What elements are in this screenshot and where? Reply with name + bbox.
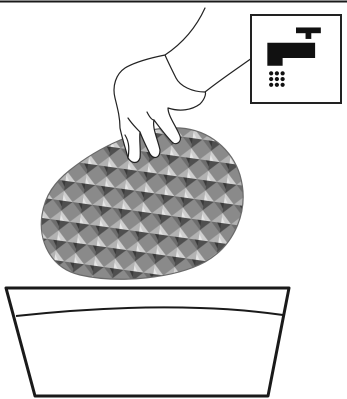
water-tap-icon [250,14,342,104]
water-basin [6,288,289,396]
